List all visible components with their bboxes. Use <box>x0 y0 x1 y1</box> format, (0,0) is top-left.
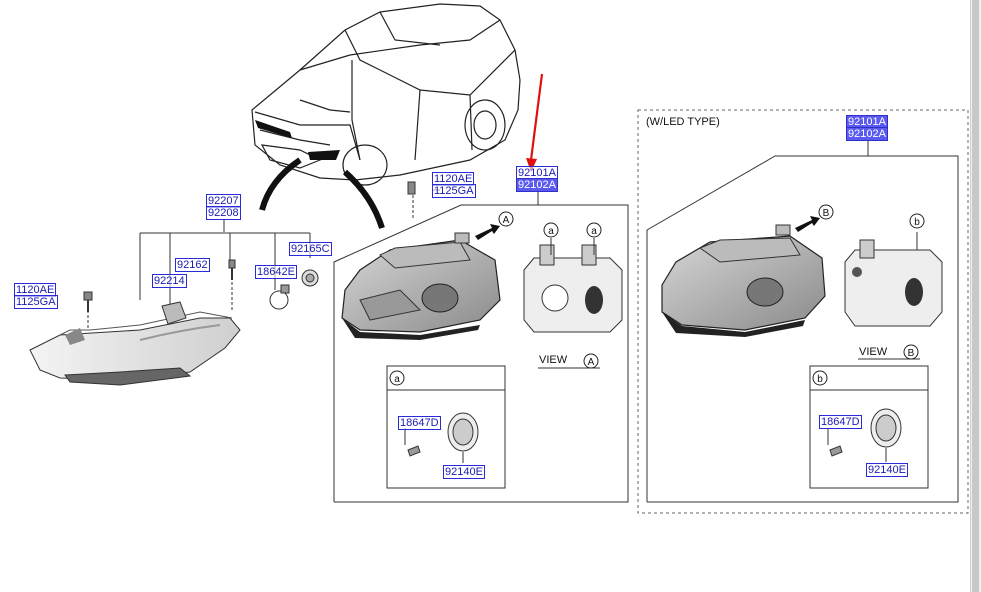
callout-circles <box>389 204 925 386</box>
callout-b-view: B <box>908 348 915 359</box>
headlamp-back-view-a <box>523 238 623 333</box>
drl-lamp <box>29 311 241 386</box>
part-label-92102A-led[interactable]: 92102A <box>846 127 888 141</box>
bulb-18642E <box>269 284 290 310</box>
detail-box-b <box>809 365 929 489</box>
callout-a-detail: a <box>394 374 400 385</box>
drl-leader-lines <box>87 219 311 330</box>
red-arrow <box>526 73 544 172</box>
part-label-92208[interactable]: 92208 <box>206 206 241 220</box>
headlamp-back-view-b <box>844 232 943 327</box>
cap-92140E-b <box>870 408 902 448</box>
part-label-92140E-b[interactable]: 92140E <box>866 463 908 477</box>
car-leader-right <box>343 169 385 229</box>
led-type-box <box>637 109 969 514</box>
part-label-18647D-b[interactable]: 18647D <box>819 415 862 429</box>
led-headlamp-box <box>646 155 959 503</box>
detail-box-a <box>386 365 506 489</box>
part-label-92102A-main[interactable]: 92102A <box>516 178 558 192</box>
bulb-socket-92214 <box>161 301 187 325</box>
headlamp-main <box>341 181 501 340</box>
view-arrow-a <box>475 224 500 240</box>
cap-92140E-a <box>447 412 479 452</box>
scrollbar-thumb[interactable] <box>972 0 979 592</box>
part-label-1125GA-left[interactable]: 1125GA <box>14 295 58 309</box>
part-label-92140E-a[interactable]: 92140E <box>443 465 485 479</box>
callout-a-view: A <box>588 357 595 368</box>
part-label-18647D-a[interactable]: 18647D <box>398 416 441 430</box>
part-label-92162[interactable]: 92162 <box>175 258 210 272</box>
screw-18647D-b <box>827 428 843 457</box>
part-label-92214[interactable]: 92214 <box>152 274 187 288</box>
callout-b-detail: b <box>817 374 823 385</box>
callout-a-main: A <box>503 215 510 226</box>
screw-92162 <box>228 259 236 280</box>
callout-a-right: a <box>591 226 597 237</box>
view-a-label: VIEW <box>539 354 568 366</box>
view-arrow-b <box>795 216 820 232</box>
part-label-92165C[interactable]: 92165C <box>289 242 332 256</box>
socket-92165C <box>301 269 319 287</box>
screw-1120AE-left <box>83 291 93 312</box>
screw-18647D-a <box>404 428 421 457</box>
car-illustration <box>251 3 521 186</box>
part-label-18642E[interactable]: 18642E <box>255 265 297 279</box>
callout-a-left: a <box>548 226 554 237</box>
view-b-label: VIEW <box>859 346 888 358</box>
part-label-1120AE-mid[interactable]: 1120AE <box>432 172 475 186</box>
car-leader-left <box>259 157 302 211</box>
headlamp-led <box>661 224 826 337</box>
callout-b-back: b <box>914 217 920 228</box>
callout-b-main: B <box>823 208 830 219</box>
led-type-label: (W/LED TYPE) <box>646 116 720 128</box>
part-label-1125GA-mid[interactable]: 1125GA <box>432 184 476 198</box>
